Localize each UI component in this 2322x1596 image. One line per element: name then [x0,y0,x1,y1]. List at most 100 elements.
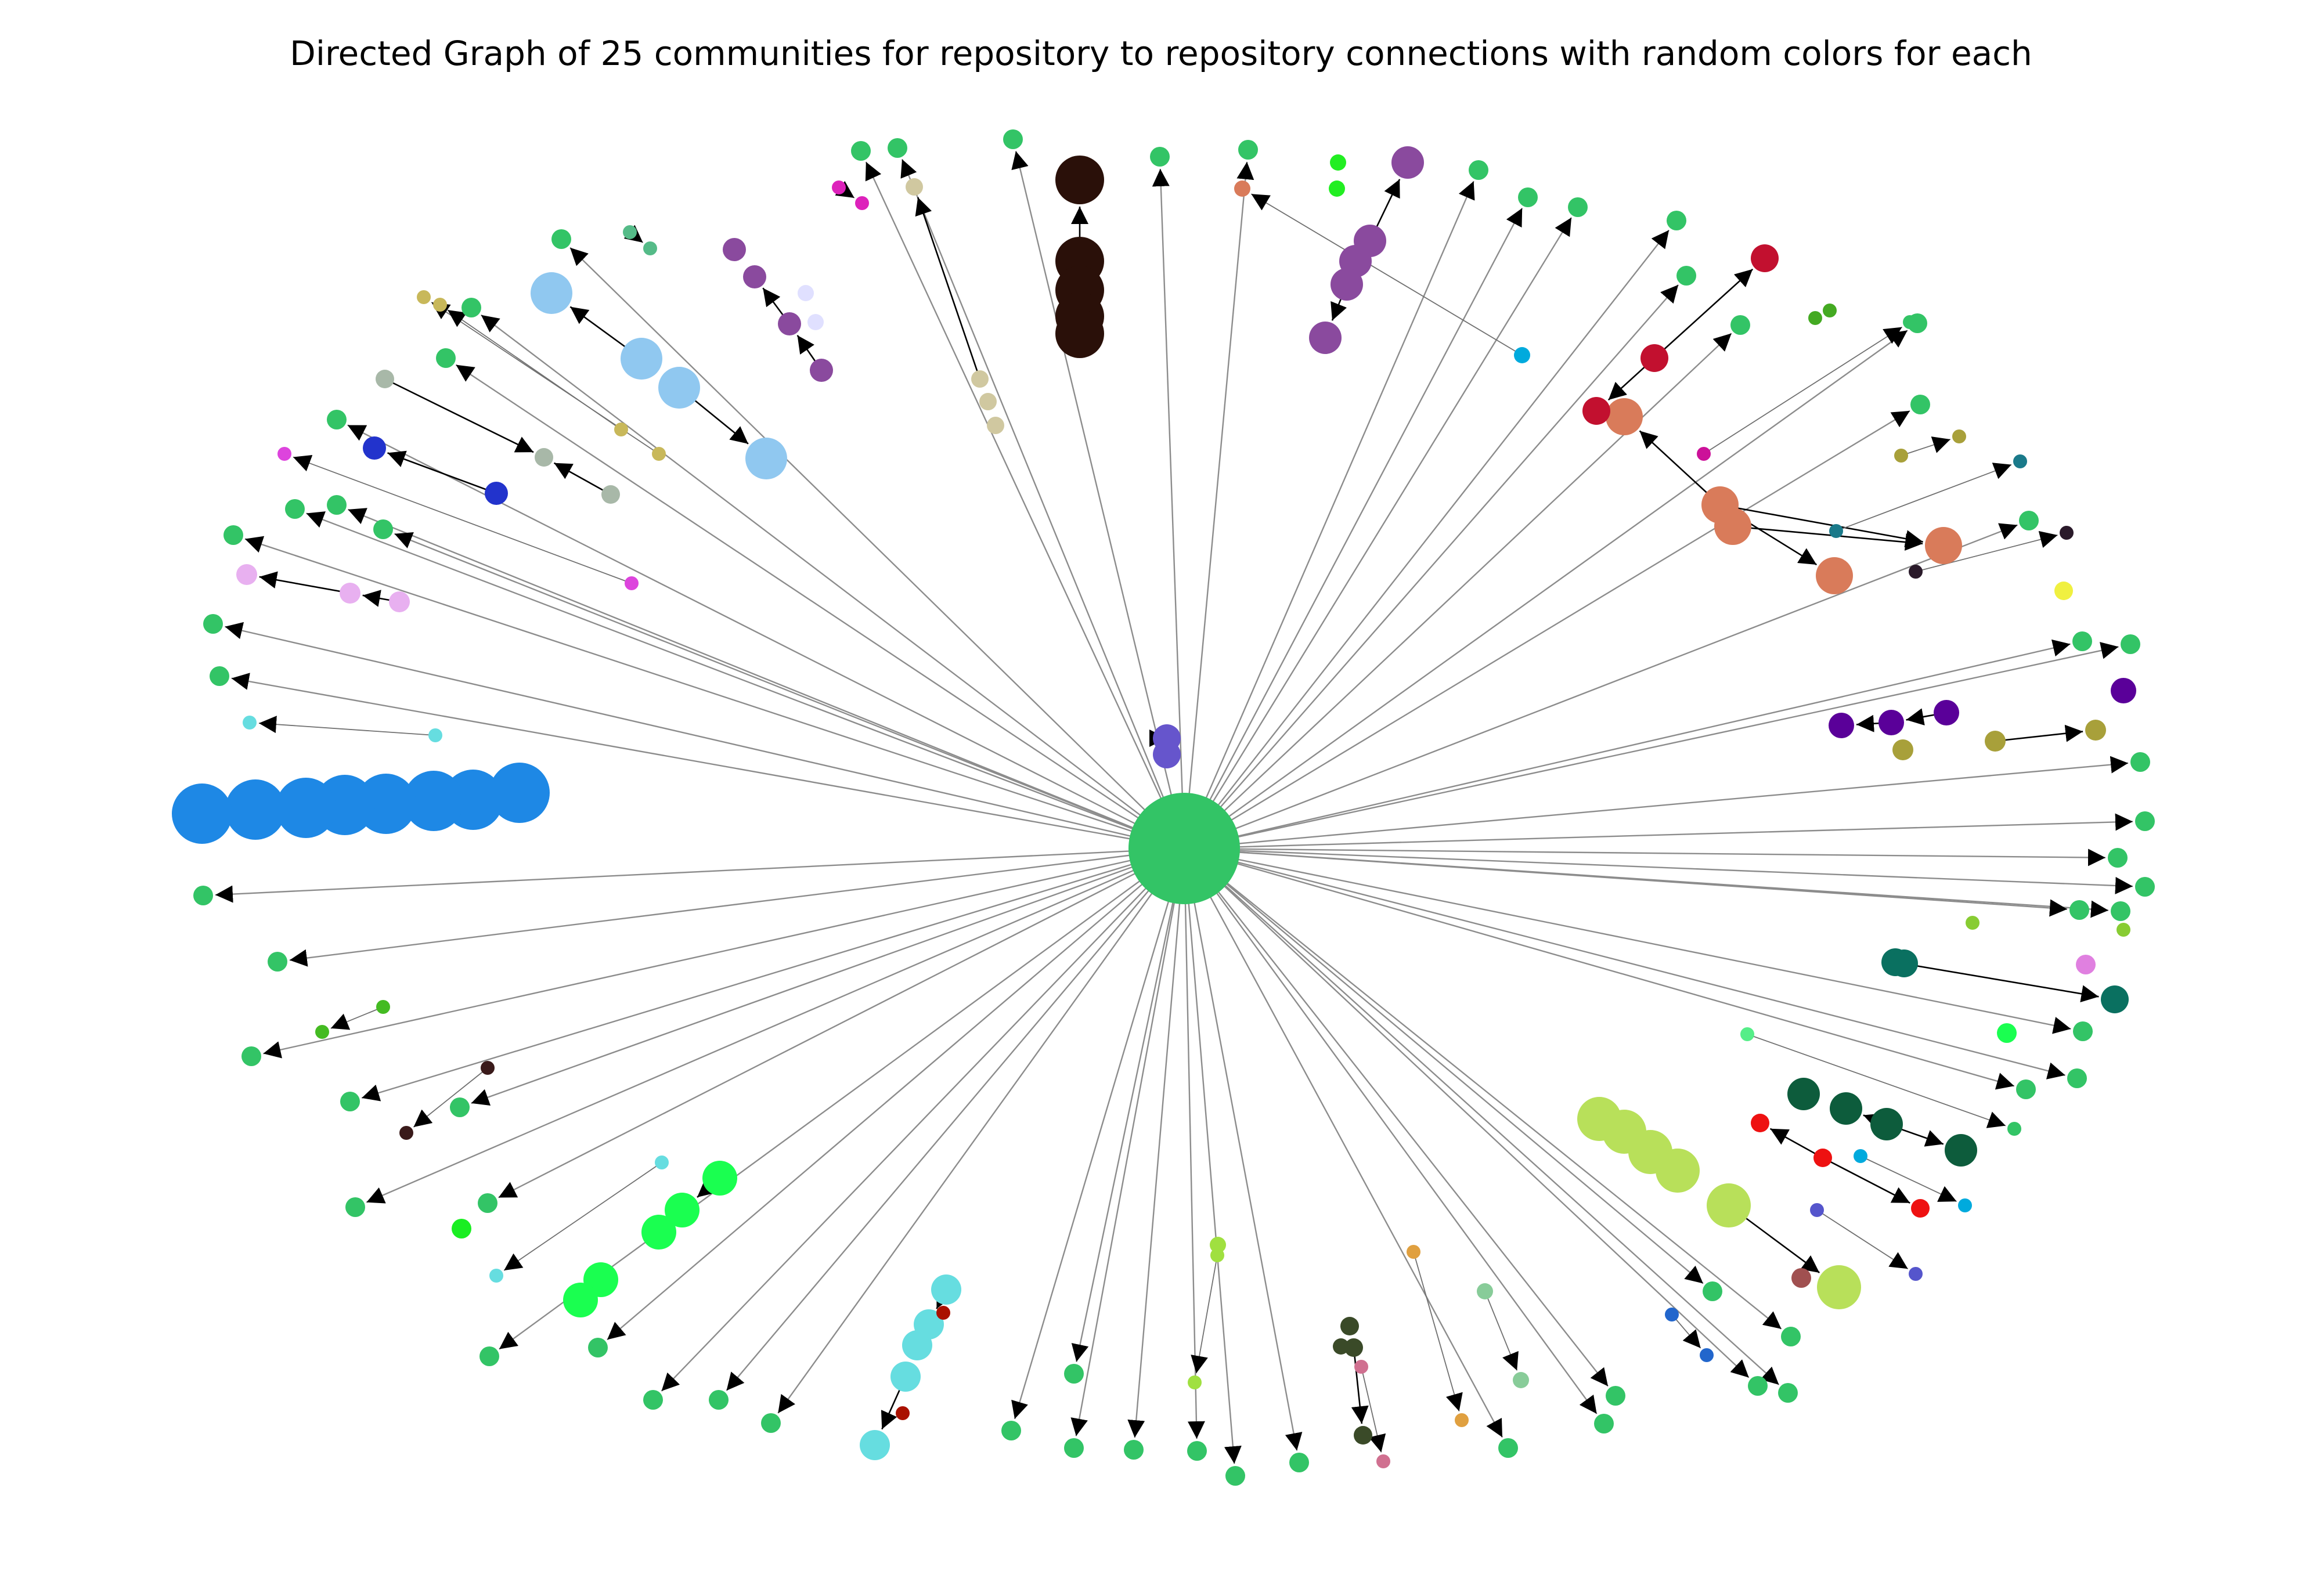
graph-node [832,180,846,194]
graph-node [643,241,657,255]
edge [455,364,1185,849]
edge [215,847,1185,903]
edge [1860,1156,1957,1202]
graph-node [1606,1386,1625,1406]
edge [1184,284,1679,849]
graph-node [172,783,232,844]
graph-node [2111,678,2136,703]
graph-node [1330,154,1346,171]
graph-node [1707,1183,1751,1227]
edge [306,511,1185,850]
graph-node [2067,1068,2087,1088]
graph-node [1958,1198,1972,1212]
edge [1184,847,2068,917]
graph-node [1582,397,1610,425]
edge [1011,848,1185,1420]
graph-node [223,525,243,545]
graph-node [2069,900,2089,920]
graph-node [340,1092,360,1111]
graph-node [1354,1360,1368,1374]
graph-node [971,370,989,388]
graph-node [481,1061,495,1075]
graph-node [1997,1023,2017,1043]
graph-node [1514,347,1530,363]
graph-node [193,886,213,905]
graph-node [743,265,766,288]
edge [1184,847,2071,1034]
edge [1184,847,2106,866]
graph-node [810,359,833,382]
graph-node [641,1215,676,1250]
graph-node [1455,1413,1469,1427]
graph-node [1703,1281,1722,1301]
graph-node [1640,344,1668,372]
graph-node [1594,1414,1614,1433]
graph-node [452,1219,471,1238]
edge [413,1067,488,1128]
graph-node [851,141,871,161]
graph-node [860,1430,890,1460]
edge [1251,193,1523,356]
graph-node [1354,1426,1372,1445]
graph-node [902,1330,932,1360]
graph-node [987,417,1004,434]
graph-node [345,1197,365,1217]
edge [1184,639,2071,850]
edge [1184,848,1780,1385]
graph-node [2085,720,2106,741]
edge [661,848,1185,1392]
edge [1183,848,1205,1439]
graph-node [1700,1348,1714,1362]
graph-node [2007,1122,2021,1136]
edge [1184,333,1732,849]
graph-node [1234,180,1250,197]
edge [1901,436,1951,456]
edge [1184,848,1750,1378]
edge [387,450,497,494]
edge [865,161,1185,849]
graph-node [1187,1441,1207,1461]
edge [1183,161,1254,849]
figure-title: Directed Graph of 25 communities for rep… [290,34,2032,73]
graph-node [1055,309,1104,358]
graph-node [1333,1338,1349,1355]
graph-node [1878,710,1904,735]
graph-node [1829,524,1843,538]
graph-node [588,1338,608,1357]
graph-node [1787,1078,1820,1110]
edge [225,622,1185,850]
graph-node [563,1283,598,1317]
graph-node [906,178,923,196]
graph-node [658,367,700,409]
graph-node [1934,700,1959,725]
edge [1191,1255,1218,1374]
graph-node [1945,1134,1977,1167]
edge [293,455,632,584]
edge [1184,847,2065,1079]
graph-node [1751,1114,1769,1132]
graph-node [665,1193,700,1227]
graph-node [2135,811,2155,831]
edge [1184,848,1782,1330]
graph-node [1309,322,1342,354]
edge [1183,848,1303,1451]
graph-node [979,393,997,410]
graph-node [1676,266,1696,286]
edge [1915,530,2058,572]
graph-node [1751,244,1779,272]
edge [447,309,622,430]
graph-node [373,519,393,539]
edge [1836,463,2012,532]
graph-node [277,447,291,461]
graph-node [436,348,456,368]
graph-node [1813,1149,1832,1167]
graph-node [2013,454,2027,468]
graph-node [1665,1308,1679,1321]
graph-node [389,591,410,612]
graph-node [2135,877,2155,897]
graph-node [417,290,431,304]
graph-node [1331,268,1363,301]
graph-node [1740,1027,1754,1041]
edge [900,158,1185,849]
edge [263,847,1185,1059]
